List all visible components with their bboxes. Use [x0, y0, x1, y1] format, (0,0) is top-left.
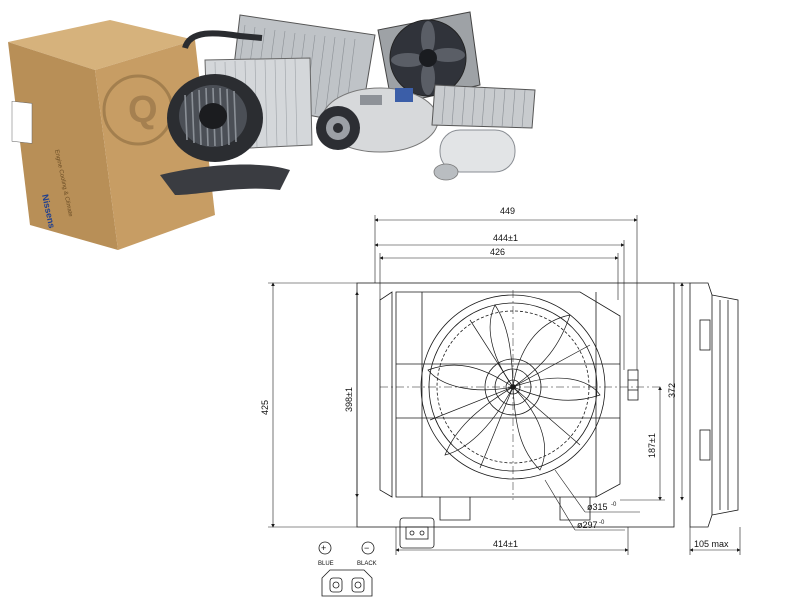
product-photo: Q Nissens Engine Cooling & Climate	[8, 11, 536, 250]
dim-shroud-tolerance: -0	[611, 502, 617, 508]
blower-motor-image	[160, 74, 290, 195]
cooling-fan-image	[377, 11, 481, 106]
dim-hub-offset: 187±1	[647, 433, 657, 458]
dim-fan-width: 444±1	[493, 233, 518, 243]
dimension-lines	[268, 215, 741, 555]
dim-fan-tolerance: -0	[599, 520, 605, 526]
dim-overall-height: 425	[260, 400, 270, 415]
connector-plus-label: BLUE	[318, 561, 334, 567]
connector-minus-symbol: −	[364, 543, 369, 553]
packaging-box: Q Nissens Engine Cooling & Climate	[8, 20, 215, 250]
receiver-drier-image	[433, 129, 516, 181]
side-view	[689, 282, 739, 528]
front-view-frame	[356, 282, 675, 528]
fan-blades	[427, 304, 601, 471]
connector-minus-label: BLACK	[357, 561, 377, 567]
dim-fan-height: 398±1	[344, 387, 354, 412]
dim-side-height: 372	[667, 383, 677, 398]
dim-depth: 105 max	[694, 539, 729, 549]
connector-top	[399, 517, 435, 549]
dim-shroud-diameter: ø315	[587, 502, 608, 512]
dim-bottom-width: 414±1	[493, 539, 518, 549]
mount-tabs	[439, 369, 639, 521]
dim-inner-width: 426	[490, 247, 505, 257]
box-badge: Q	[128, 89, 158, 131]
heater-core-image	[431, 84, 536, 129]
dim-fan-diameter: ø297	[577, 520, 598, 530]
dim-top-width: 449	[500, 206, 515, 216]
connector-plus-symbol: +	[321, 543, 326, 553]
connector-pinout	[318, 541, 375, 597]
ac-compressor-image	[316, 87, 439, 153]
center-lines	[380, 290, 660, 500]
